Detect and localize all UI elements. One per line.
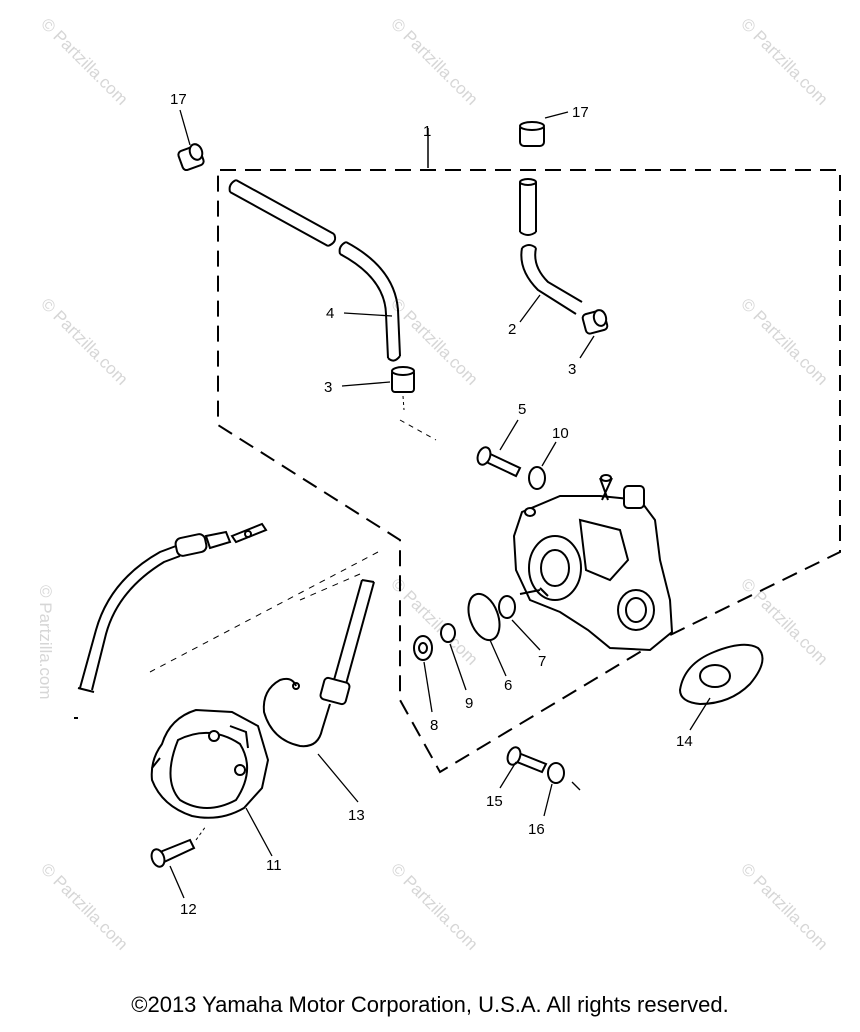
watermark: © Partzilla.com (37, 859, 131, 953)
part-11-cover (150, 708, 270, 819)
callout-14: 14 (676, 733, 693, 750)
watermark: © Partzilla.com (387, 14, 481, 108)
watermark: © Partzilla.com (37, 294, 131, 388)
watermark: © Partzilla.com (737, 294, 831, 388)
callout-10: 10 (552, 425, 569, 442)
callout-17: 17 (572, 104, 589, 121)
callout-15: 15 (486, 793, 503, 810)
callout-2: 2 (508, 321, 516, 338)
part-4-hose (228, 179, 401, 362)
watermark: © Partzilla.com (737, 859, 831, 953)
callout-9: 9 (465, 695, 473, 712)
callout-17: 17 (170, 91, 187, 108)
part-14-gasket (678, 643, 764, 706)
callout-3: 3 (324, 379, 332, 396)
callout-12: 12 (180, 901, 197, 918)
callout-1: 1 (423, 123, 431, 140)
part-7-washer (498, 595, 516, 619)
part-15-bolt (506, 746, 548, 774)
part-13-cable (262, 579, 375, 748)
oil-pump-body (512, 474, 674, 652)
callout-16: 16 (528, 821, 545, 838)
callout-4: 4 (326, 305, 334, 322)
part-6-disk (467, 592, 501, 642)
watermark: © Partzilla.com (387, 859, 481, 953)
callout-5: 5 (518, 401, 526, 418)
watermark: © Partzilla.com (387, 574, 481, 668)
watermark: © Partzilla.com (37, 14, 131, 108)
part-8-nut (413, 635, 433, 661)
part-12-bolt (150, 838, 196, 868)
part-3-clamp-right (581, 309, 609, 335)
assembly-boundary (217, 169, 841, 774)
part-5-bolt (476, 446, 522, 478)
wire-connector (77, 522, 268, 693)
callout-11: 11 (266, 857, 282, 874)
part-9-washer (440, 623, 456, 643)
part-2-hose (519, 178, 583, 315)
part-16-washer (547, 762, 565, 784)
callout-13: 13 (348, 807, 365, 824)
part-17-cap-left (177, 143, 205, 172)
watermark: © Partzilla.com (36, 585, 55, 700)
watermark: © Partzilla.com (737, 14, 831, 108)
callout-6: 6 (504, 677, 512, 694)
copyright-notice: ©2013 Yamaha Motor Corporation, U.S.A. A… (131, 992, 729, 1017)
part-10-washer (528, 466, 546, 490)
part-17-cap-right (519, 121, 545, 147)
callout-8: 8 (430, 717, 438, 734)
callout-3: 3 (568, 361, 576, 378)
watermark-layer: © Partzilla.com © Partzilla.com © Partzi… (36, 14, 832, 953)
callout-7: 7 (538, 653, 546, 670)
part-3-clamp-left (391, 366, 415, 393)
